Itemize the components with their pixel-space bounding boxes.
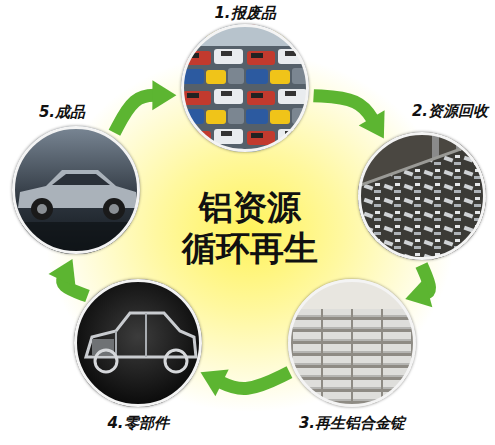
photo-circle: 5.成品 <box>12 126 140 254</box>
ingot-photo <box>288 279 416 407</box>
cycle-arrow <box>49 259 88 296</box>
ground <box>12 222 140 254</box>
cycle-arrow <box>314 96 385 139</box>
step-label: 4.零部件 <box>107 414 168 432</box>
step-label: 5.成品 <box>39 103 85 121</box>
cycle-arrow <box>405 265 432 307</box>
sky <box>288 279 416 407</box>
hall <box>358 132 486 260</box>
scrap-photo <box>181 24 309 152</box>
wheel <box>165 350 187 372</box>
rim <box>37 204 47 214</box>
arrow-shaft <box>314 96 375 123</box>
arrow-head <box>405 278 432 307</box>
photo-circle: 3.再生铝合金锭 <box>288 279 416 407</box>
arrow-head <box>201 369 229 396</box>
wheel <box>31 198 53 220</box>
backdrop <box>12 126 140 254</box>
conveyor-belt <box>358 140 486 260</box>
pillar <box>145 313 147 357</box>
step-label: 1.报废品 <box>214 4 275 22</box>
photo-circle: 2.资源回收 <box>358 132 486 260</box>
step-label: 2.资源回收 <box>412 102 488 120</box>
photo-circle: 1.报废品 <box>181 24 309 152</box>
arrow-shaft <box>114 95 158 132</box>
wheel <box>103 198 125 220</box>
cycle-arrow <box>201 369 290 396</box>
rim <box>109 204 119 214</box>
arrow-head <box>359 110 385 138</box>
wheel <box>95 350 117 372</box>
car-photo <box>12 126 140 254</box>
diagram-title: 铝资源 循环再生 <box>165 187 335 269</box>
arrow-shaft <box>217 372 290 388</box>
belt-rail <box>358 140 486 186</box>
arrow-head <box>49 259 76 287</box>
step-label: 3.再生铝合金锭 <box>299 414 405 432</box>
studio <box>74 279 202 407</box>
scrap-pile <box>181 24 309 152</box>
car-window <box>52 174 110 185</box>
parts-photo <box>74 279 202 407</box>
photo-circle: 4.零部件 <box>74 279 202 407</box>
cycle-arrow <box>114 80 176 132</box>
arrow-head <box>152 80 176 110</box>
sky <box>181 24 309 46</box>
ingot-stacks <box>288 309 416 407</box>
conveyor-photo <box>358 132 486 260</box>
